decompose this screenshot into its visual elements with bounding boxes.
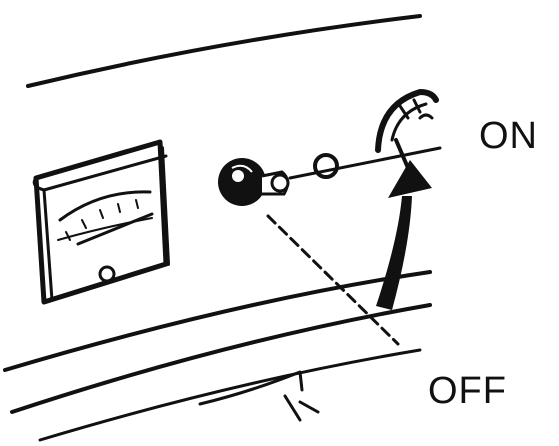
panel-top-edge: [28, 16, 420, 86]
label-on: ON: [479, 117, 538, 155]
meter-needle: [78, 214, 152, 244]
meter-adjust-screw: [100, 267, 114, 281]
panel-meter-icon: [34, 142, 168, 302]
toggle-switch-icon: [378, 92, 436, 168]
knob-icon: [218, 158, 288, 206]
panel-bottom-edge: [5, 272, 430, 370]
panel-foot: [200, 372, 318, 420]
label-off: OFF: [428, 372, 507, 410]
curved-arrow-icon: [376, 160, 432, 310]
